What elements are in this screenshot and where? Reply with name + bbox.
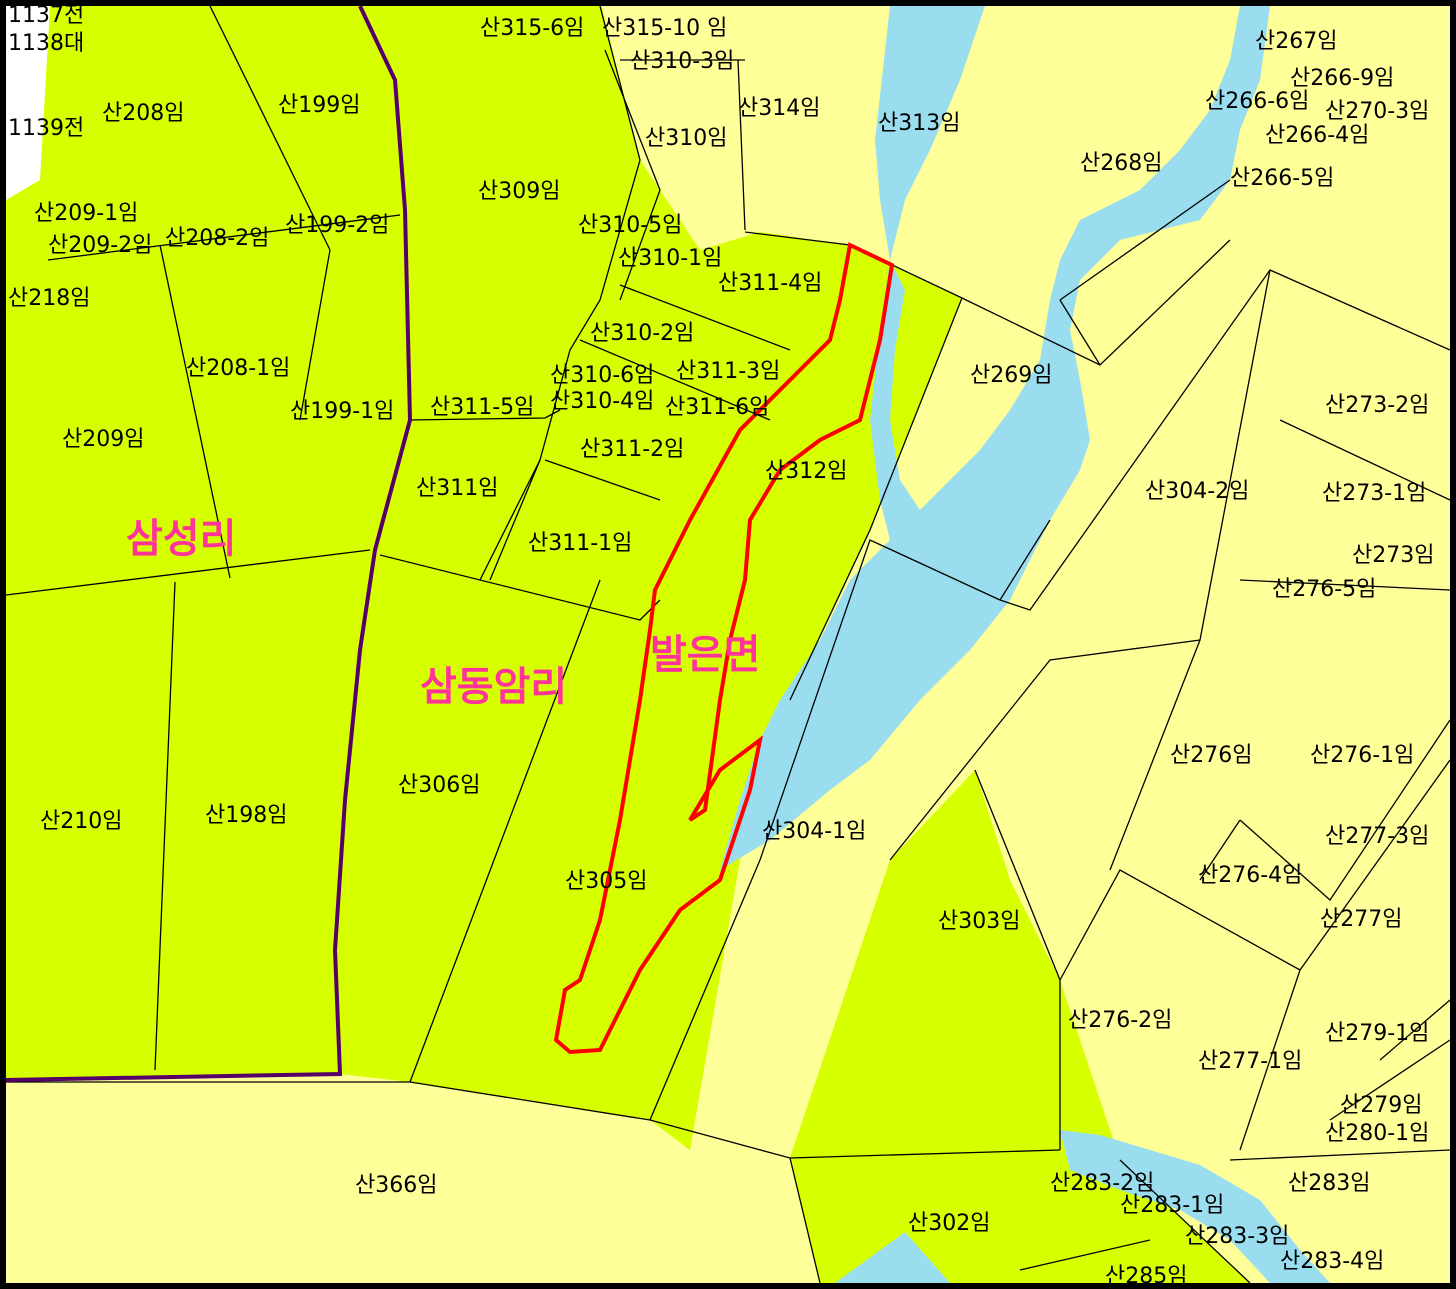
parcel-label[interactable]: 산314임: [738, 96, 820, 121]
parcel-label[interactable]: 산270-3임: [1325, 99, 1429, 124]
parcel-label[interactable]: 산208임: [102, 101, 184, 126]
parcel-boundaries: [6, 6, 1450, 1283]
parcel-label[interactable]: 산305임: [565, 869, 647, 894]
parcel-label[interactable]: 산269임: [970, 363, 1052, 388]
parcel-label[interactable]: 산266-6임: [1205, 89, 1309, 114]
parcel-label[interactable]: 산198임: [205, 803, 287, 828]
parcel-label[interactable]: 산208-2임: [165, 226, 269, 251]
parcel-label[interactable]: 산310임: [645, 126, 727, 151]
parcel-label[interactable]: 1138대: [8, 31, 84, 56]
parcel-label[interactable]: 산310-4임: [550, 389, 654, 414]
parcel-label[interactable]: 산312임: [765, 459, 847, 484]
parcel-label[interactable]: 산277-3임: [1325, 824, 1429, 849]
parcel-label[interactable]: 산199-2임: [285, 213, 389, 238]
parcel-label[interactable]: 산273-1임: [1322, 481, 1426, 506]
parcel-label[interactable]: 산277임: [1320, 907, 1402, 932]
parcel-label[interactable]: 산209-2임: [48, 233, 152, 258]
parcel-label[interactable]: 산283-4임: [1280, 1249, 1384, 1274]
parcel-label[interactable]: 산208-1임: [186, 356, 290, 381]
parcel-label[interactable]: 산311-1임: [528, 531, 632, 556]
parcel-label[interactable]: 산266-4임: [1265, 123, 1369, 148]
parcel-label[interactable]: 산310-2임: [590, 321, 694, 346]
parcel-label[interactable]: 산276임: [1170, 743, 1252, 768]
parcel-label[interactable]: 산310-1임: [618, 246, 722, 271]
map-canvas[interactable]: 삼성리 삼동암리 발은면 1137전 1138대 1139전 산208임 산19…: [6, 6, 1450, 1283]
parcel-label[interactable]: 산276-2임: [1068, 1008, 1172, 1033]
unmapped-area: [6, 6, 50, 200]
parcel-label[interactable]: 산311-4임: [718, 271, 822, 296]
parcel-label[interactable]: 산311-2임: [580, 437, 684, 462]
parcel-label[interactable]: 산315-6임: [480, 16, 584, 41]
parcel-label[interactable]: 산209임: [62, 427, 144, 452]
parcel-label[interactable]: 산276-1임: [1310, 743, 1414, 768]
parcel-label[interactable]: 산304-1임: [762, 819, 866, 844]
parcel-label[interactable]: 산309임: [478, 179, 560, 204]
parcel-label[interactable]: 산273임: [1352, 543, 1434, 568]
district-label-samdongamri: 삼동암리: [420, 664, 567, 710]
parcel-label[interactable]: 산277-1임: [1198, 1049, 1302, 1074]
parcel-label[interactable]: 산209-1임: [34, 201, 138, 226]
parcel-label[interactable]: 산210임: [40, 809, 122, 834]
parcel-label[interactable]: 산310-3임: [630, 49, 734, 74]
parcel-label[interactable]: 산273-2임: [1325, 393, 1429, 418]
parcel-label[interactable]: 산276-4임: [1198, 863, 1302, 888]
parcel-label[interactable]: 산283-1임: [1120, 1193, 1224, 1218]
parcel-label[interactable]: 산310-6임: [550, 363, 654, 388]
parcel-label[interactable]: 1137전: [8, 6, 84, 28]
parcel-label[interactable]: 산280-1임: [1325, 1121, 1429, 1146]
parcel-label[interactable]: 산313임: [878, 111, 960, 136]
district-label-samseongri: 삼성리: [126, 516, 236, 562]
parcel-label[interactable]: 산311-5임: [430, 395, 534, 420]
parcel-label[interactable]: 산306임: [398, 773, 480, 798]
parcel-label[interactable]: 산199임: [278, 93, 360, 118]
parcel-label[interactable]: 산279임: [1340, 1093, 1422, 1118]
parcel-label[interactable]: 산218임: [8, 286, 90, 311]
parcel-label[interactable]: 산266-9임: [1290, 66, 1394, 91]
parcel-label[interactable]: 산199-1임: [290, 399, 394, 424]
parcel-label[interactable]: 산285임: [1105, 1264, 1187, 1283]
parcel-label[interactable]: 산283임: [1288, 1171, 1370, 1196]
highlight-parcel-outline: [553, 242, 895, 1055]
parcel-label[interactable]: 산310-5임: [578, 213, 682, 238]
parcel-label[interactable]: 산366임: [355, 1173, 437, 1198]
stream-south: [1060, 1130, 1330, 1283]
admin-boundary: [6, 6, 413, 1082]
parcel-labels: 1137전 1138대 1139전 산208임 산199임 산315-6임 산3…: [8, 6, 1434, 1283]
district-label-myeon: 발은면: [650, 632, 760, 678]
parcel-label[interactable]: 산283-2임: [1050, 1171, 1154, 1196]
parcel-label[interactable]: 산268임: [1080, 151, 1162, 176]
parcel-label[interactable]: 산267임: [1255, 29, 1337, 54]
parcel-label[interactable]: 산276-5임: [1272, 577, 1376, 602]
parcel-label[interactable]: 산283-3임: [1185, 1224, 1289, 1249]
parcel-label[interactable]: 산266-5임: [1230, 166, 1334, 191]
parcel-label[interactable]: 산279-1임: [1325, 1021, 1429, 1046]
parcel-label[interactable]: 산311-6임: [665, 395, 769, 420]
parcel-label[interactable]: 1139전: [8, 116, 84, 141]
stream-main: [720, 6, 1270, 870]
parcel-label[interactable]: 산302임: [908, 1211, 990, 1236]
stream-south-west: [835, 1232, 950, 1283]
parcel-label[interactable]: 산303임: [938, 909, 1020, 934]
parcel-label[interactable]: 산311-3임: [676, 359, 780, 384]
parcel-label[interactable]: 산304-2임: [1145, 479, 1249, 504]
parcel-label[interactable]: 산311임: [416, 476, 498, 501]
parcel-label[interactable]: 산315-10 임: [602, 16, 727, 41]
